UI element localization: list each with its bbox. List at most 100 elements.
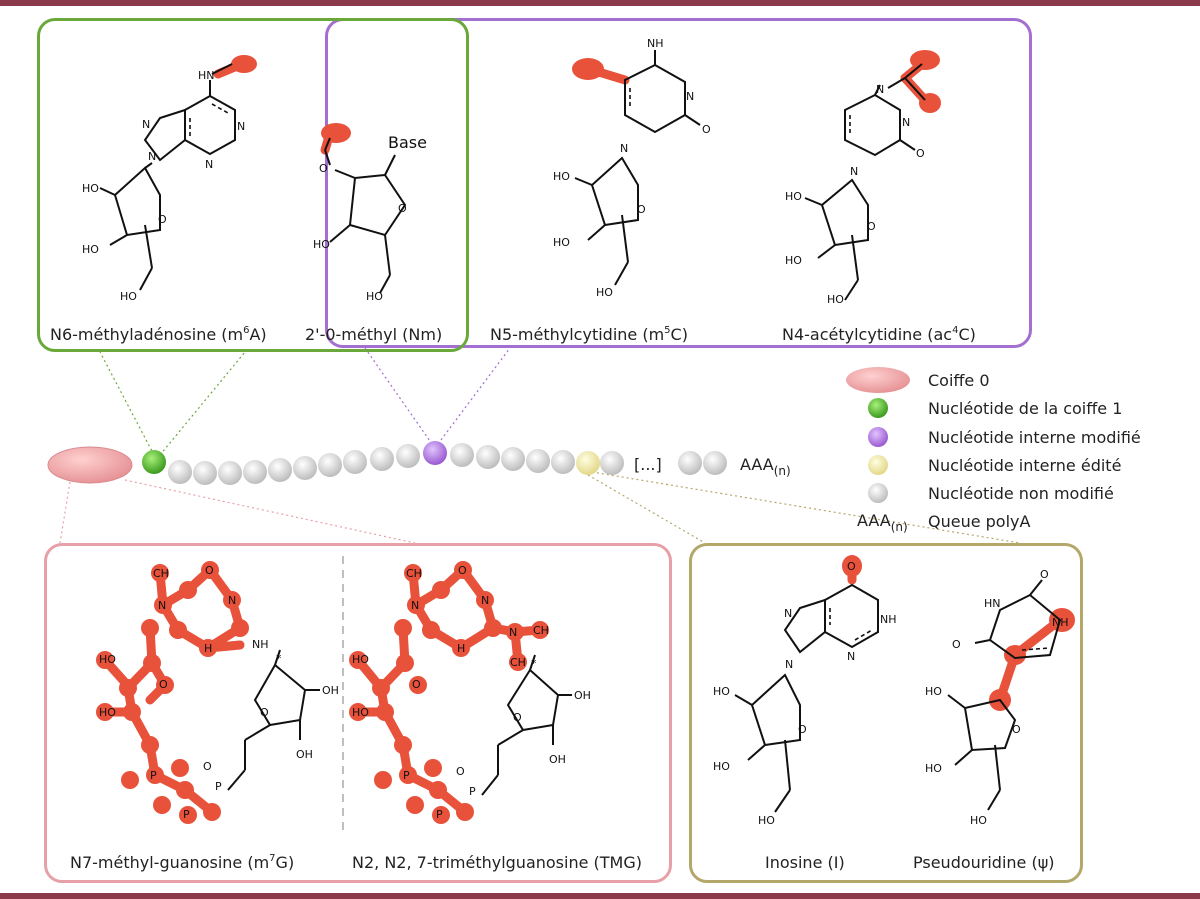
svg-text:CH: CH (510, 656, 526, 669)
svg-text:N: N (785, 658, 793, 671)
legend-label-cap1: Nucléotide de la coiffe 1 (928, 399, 1122, 418)
svg-text:O: O (798, 723, 807, 736)
svg-text:N: N (148, 150, 156, 163)
connector-lines (59, 347, 1021, 544)
svg-text:O: O (867, 220, 876, 233)
svg-text:N: N (686, 90, 694, 103)
rna-strand (47, 441, 727, 485)
connector-cap1-right (159, 351, 246, 456)
legend-modified-swatch (868, 427, 888, 447)
svg-text:H: H (457, 642, 465, 655)
legend-unmodified-swatch (868, 483, 888, 503)
svg-text:HO: HO (99, 653, 116, 666)
svg-text:O: O (458, 564, 467, 577)
svg-text:P: P (150, 769, 157, 782)
strand-ellipsis: [...] (634, 455, 662, 474)
molecule-m7g: CH O N N H NH HO HO O P P O OH OH * P O (96, 561, 339, 824)
caption-nm: 2'-0-méthyl (Nm) (305, 325, 442, 344)
svg-text:O: O (398, 202, 407, 215)
svg-text:HO: HO (758, 814, 775, 827)
svg-text:N: N (142, 118, 150, 131)
svg-text:HO: HO (313, 238, 330, 251)
svg-text:CH: CH (533, 624, 549, 637)
svg-text:N: N (158, 599, 166, 612)
connector-edited-right (591, 471, 1021, 544)
svg-text:OH: OH (549, 753, 566, 766)
svg-text:O: O (205, 564, 214, 577)
svg-text:N: N (847, 650, 855, 663)
svg-text:N: N (876, 83, 884, 96)
legend: AAA(n) Coiffe 0 Nucléotide de la coiffe … (846, 367, 1141, 534)
svg-text:O: O (203, 760, 212, 773)
legend-cap0-swatch (846, 367, 910, 393)
molecule-tmg: CH O N N H N CH CH HO HO O P P O OH OH *… (349, 561, 591, 824)
connector-internal-left (364, 347, 433, 445)
molecule-inosine: O NH N N N HO HO O HO (713, 555, 897, 827)
svg-text:OH: OH (296, 748, 313, 761)
svg-text:OH: OH (322, 684, 339, 697)
svg-text:HO: HO (785, 190, 802, 203)
svg-text:N: N (228, 594, 236, 607)
svg-text:CH: CH (406, 567, 422, 580)
svg-text:NH: NH (880, 613, 897, 626)
svg-text:N: N (850, 165, 858, 178)
svg-text:O: O (952, 638, 961, 651)
svg-text:O: O (916, 147, 925, 160)
svg-text:O: O (1012, 723, 1021, 736)
svg-text:P: P (403, 769, 410, 782)
svg-text:HO: HO (970, 814, 987, 827)
connector-cap0-left (59, 481, 71, 544)
svg-text:NH: NH (1052, 616, 1069, 629)
caption-m5c: N5-méthylcytidine (m5C) (490, 325, 688, 344)
svg-text:CH: CH (153, 567, 169, 580)
svg-text:H: H (204, 642, 212, 655)
connector-edited-left (587, 474, 706, 544)
svg-text:NH: NH (252, 638, 269, 651)
molecule-m5c: NH N O N HO HO O HO (553, 37, 711, 299)
svg-text:N: N (411, 599, 419, 612)
panel-cap0-modifications (44, 543, 672, 883)
internal-edited-nucleotide (576, 451, 600, 475)
svg-text:O: O (847, 560, 856, 573)
legend-cap1-swatch (868, 398, 888, 418)
top-frame-bar (0, 0, 1200, 6)
connector-internal-right (437, 347, 511, 445)
legend-label-polya: Queue polyA (928, 512, 1031, 531)
svg-text:O: O (319, 162, 328, 175)
molecule-m6a: HN N N N N HO HO O HO (82, 55, 257, 303)
svg-text:O: O (412, 678, 421, 691)
svg-text:HO: HO (120, 290, 137, 303)
panel-internal-modified (325, 18, 1032, 348)
caption-pseudouridine: Pseudouridine (ψ) (913, 853, 1055, 872)
svg-text:*: * (276, 652, 282, 665)
svg-text:P: P (436, 808, 443, 821)
molecule-ac4c: N N O N HO HO O HO (785, 50, 941, 306)
svg-text:N: N (237, 120, 245, 133)
svg-text:HO: HO (596, 286, 613, 299)
svg-text:N: N (509, 626, 517, 639)
cap0-ellipse (47, 446, 133, 484)
svg-text:HO: HO (82, 182, 99, 195)
legend-edited-swatch (868, 455, 888, 475)
svg-text:N: N (205, 158, 213, 171)
svg-text:HN: HN (198, 69, 215, 82)
label-base: Base (388, 133, 427, 152)
svg-text:P: P (183, 808, 190, 821)
legend-label-unmodified: Nucléotide non modifié (928, 484, 1114, 503)
svg-text:NH: NH (647, 37, 664, 50)
molecule-nm: O HO O HO (313, 123, 407, 303)
molecule-pseudouridine: O HN NH O HO HO O HO (925, 568, 1075, 827)
cap1-nucleotide (142, 450, 166, 474)
svg-text:HO: HO (925, 762, 942, 775)
panel-edited-nucleotides (689, 543, 1083, 883)
svg-text:HO: HO (352, 653, 369, 666)
svg-text:O: O (158, 213, 167, 226)
caption-tmg: N2, N2, 7-triméthylguanosine (TMG) (352, 853, 642, 872)
svg-text:HO: HO (352, 706, 369, 719)
internal-modified-nucleotide (423, 441, 447, 465)
caption-m6a: N6-méthyladénosine (m6A) (50, 325, 267, 344)
svg-text:HO: HO (925, 685, 942, 698)
svg-text:HO: HO (785, 254, 802, 267)
svg-text:O: O (513, 711, 522, 724)
